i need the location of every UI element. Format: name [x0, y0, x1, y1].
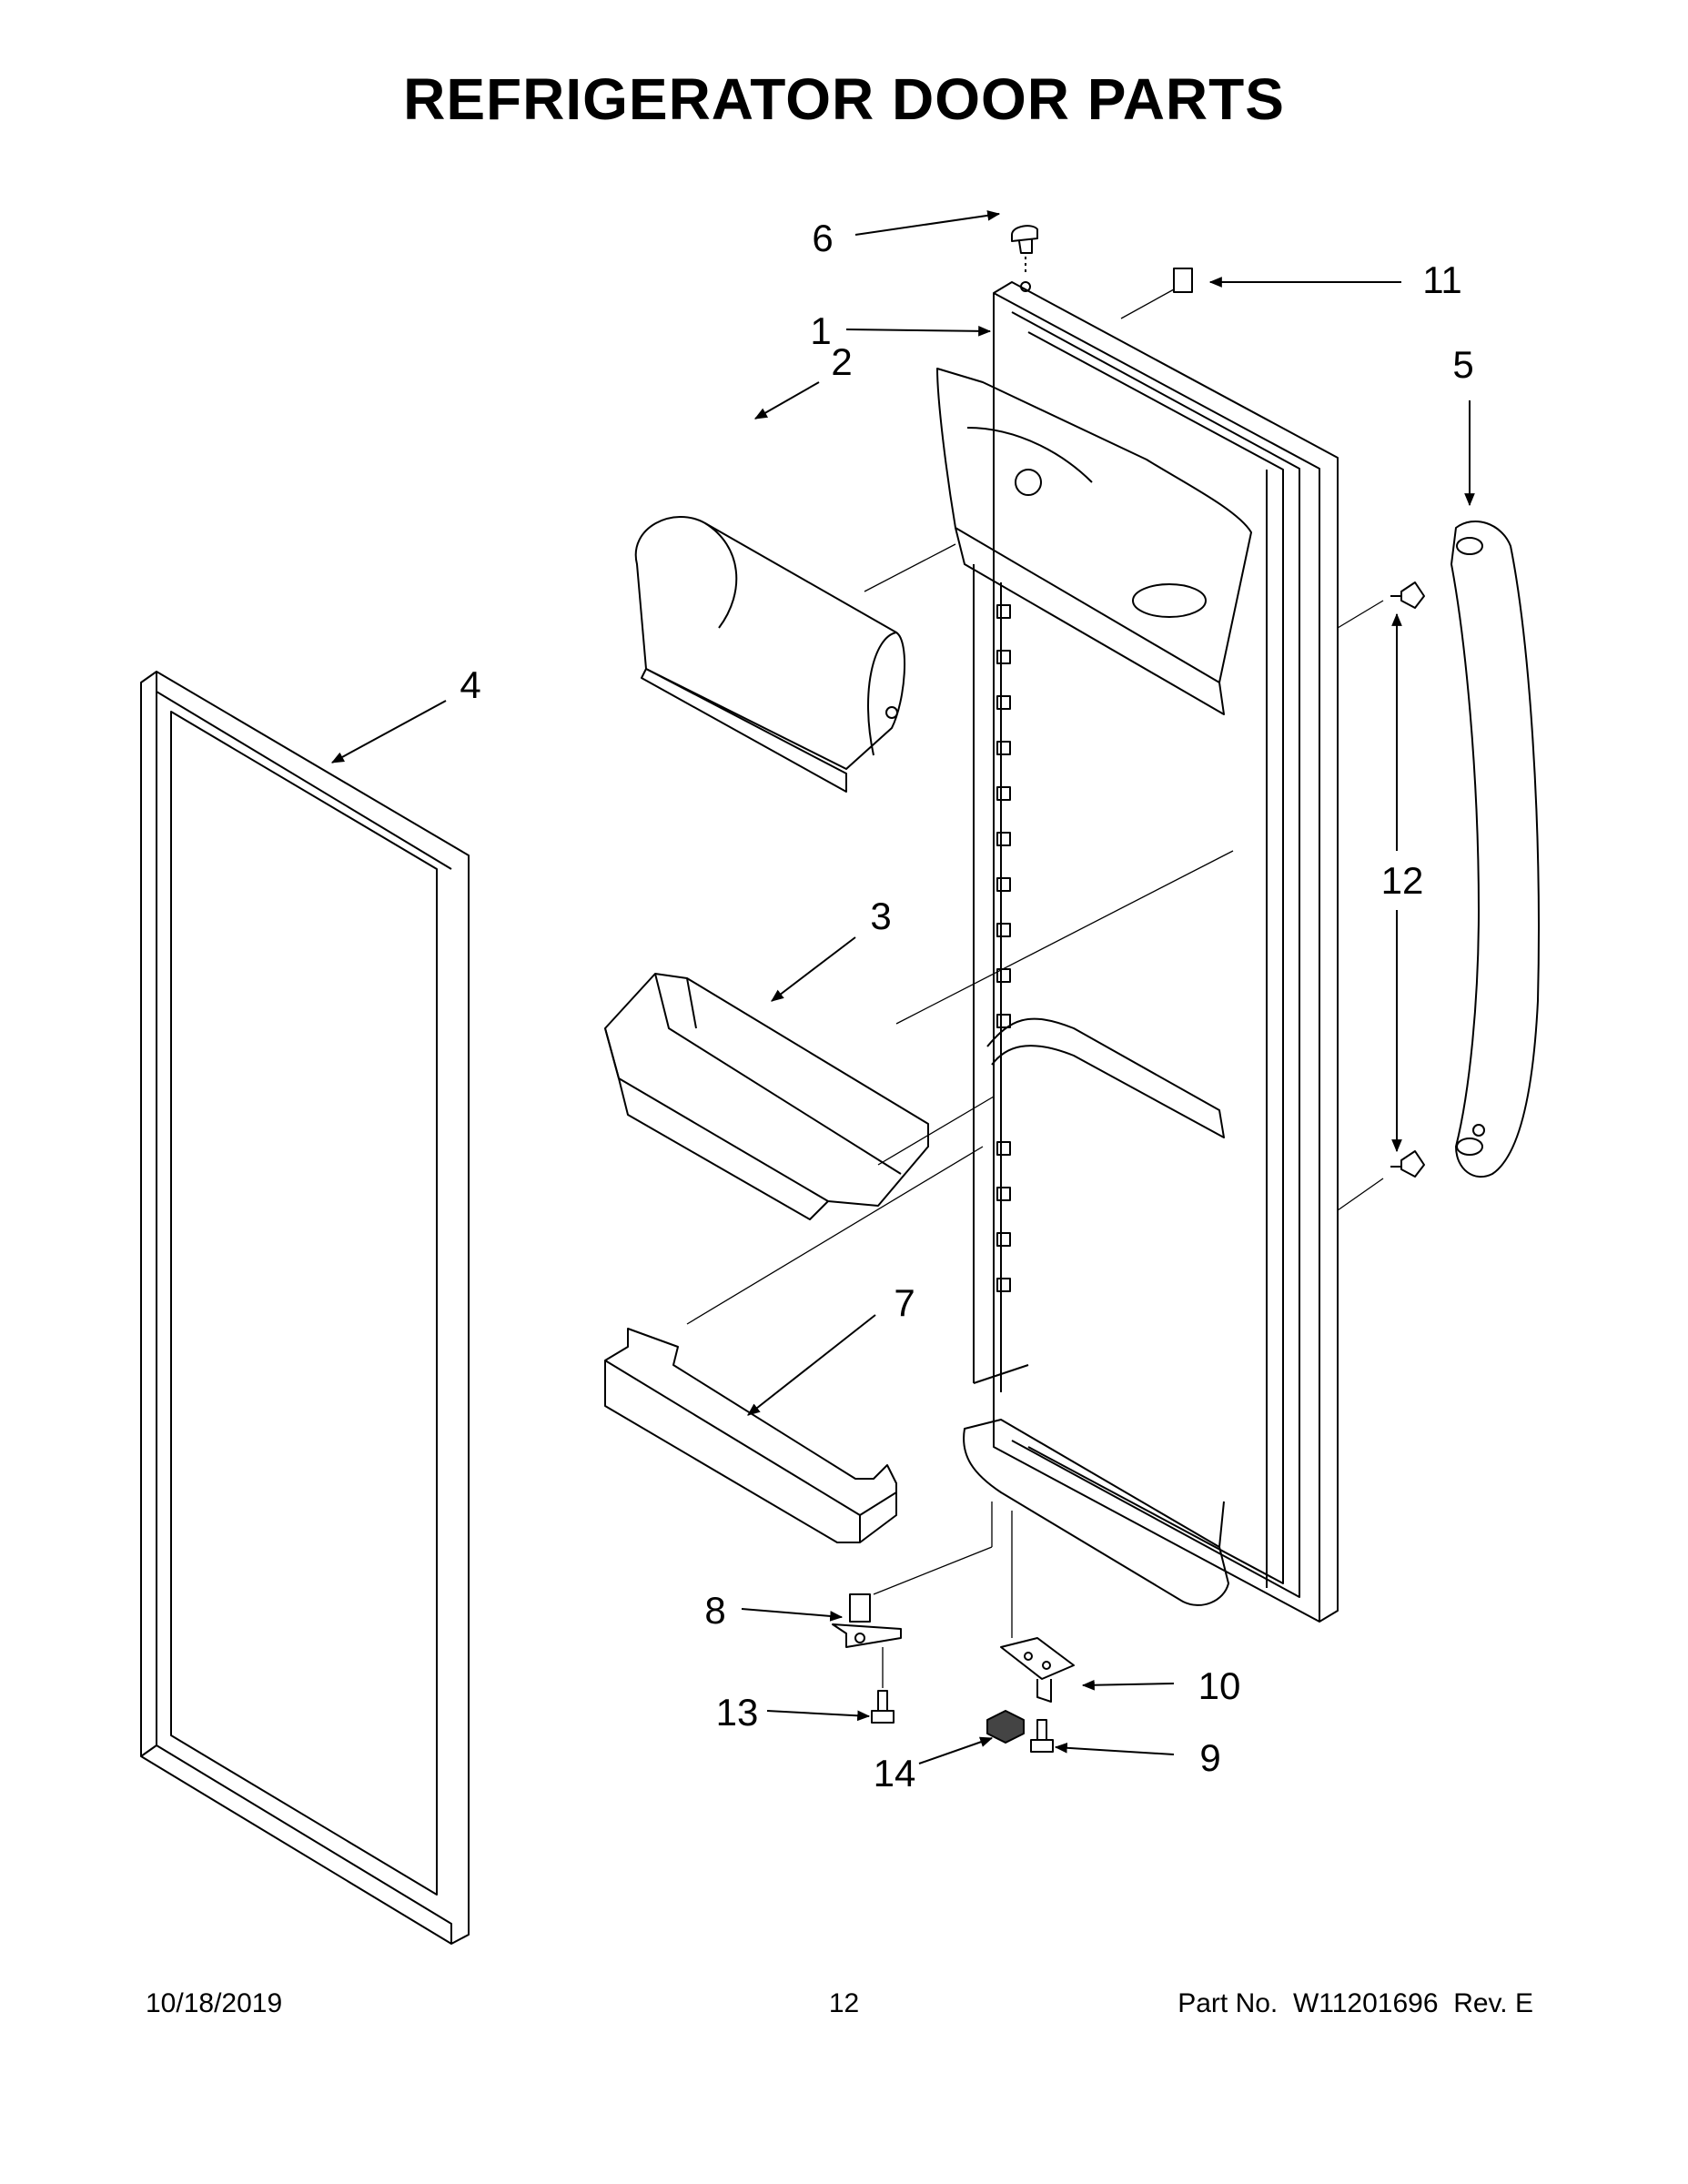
callout-2: 2 [831, 340, 852, 383]
hinge-part [832, 1593, 902, 1648]
assembly-lines [686, 288, 1384, 1688]
door-liner-part [936, 281, 1339, 1623]
callout-13: 13 [716, 1691, 759, 1734]
callout-5: 5 [1452, 343, 1473, 386]
lower-door-bin-part [604, 1328, 897, 1543]
handle-stud-lower-part [1390, 1150, 1425, 1178]
callout-14: 14 [874, 1752, 916, 1795]
screw-13-part [871, 1690, 895, 1724]
callout-10: 10 [1198, 1664, 1241, 1707]
door-stop-plug-part [1011, 225, 1038, 292]
callout-6: 6 [812, 217, 833, 259]
footer-part-number: Part No. W11201696 Rev. E [1178, 1988, 1533, 2019]
hinge-bracket-part [1000, 1637, 1075, 1703]
callout-12: 12 [1381, 859, 1424, 902]
door-handle-part [1450, 520, 1540, 1178]
label-part [1173, 268, 1193, 293]
part-number-value: W11201696 [1292, 1988, 1439, 2018]
screw-9-part [1030, 1719, 1054, 1753]
callout-7: 7 [894, 1281, 915, 1324]
callout-8: 8 [704, 1589, 725, 1632]
door-cam-part [986, 1710, 1025, 1744]
callout-11: 11 [1422, 258, 1462, 301]
callout-1: 1 [810, 309, 831, 352]
revision-label: Rev. E [1453, 1988, 1533, 2018]
footer-page-number: 12 [828, 1988, 860, 2018]
door-gasket-part [140, 671, 470, 1945]
footer-date: 10/18/2019 [146, 1988, 283, 2018]
callout-3: 3 [870, 895, 891, 937]
handle-stud-upper-part [1390, 581, 1425, 609]
door-bin-part [604, 973, 929, 1220]
dairy-door-part [634, 515, 905, 793]
callout-4: 4 [460, 663, 480, 706]
callout-9: 9 [1199, 1736, 1220, 1779]
page-title: REFRIGERATOR DOOR PARTS [403, 66, 1285, 132]
callout-arrows [330, 210, 1475, 1764]
part-number-label: Part No. [1178, 1988, 1279, 2018]
